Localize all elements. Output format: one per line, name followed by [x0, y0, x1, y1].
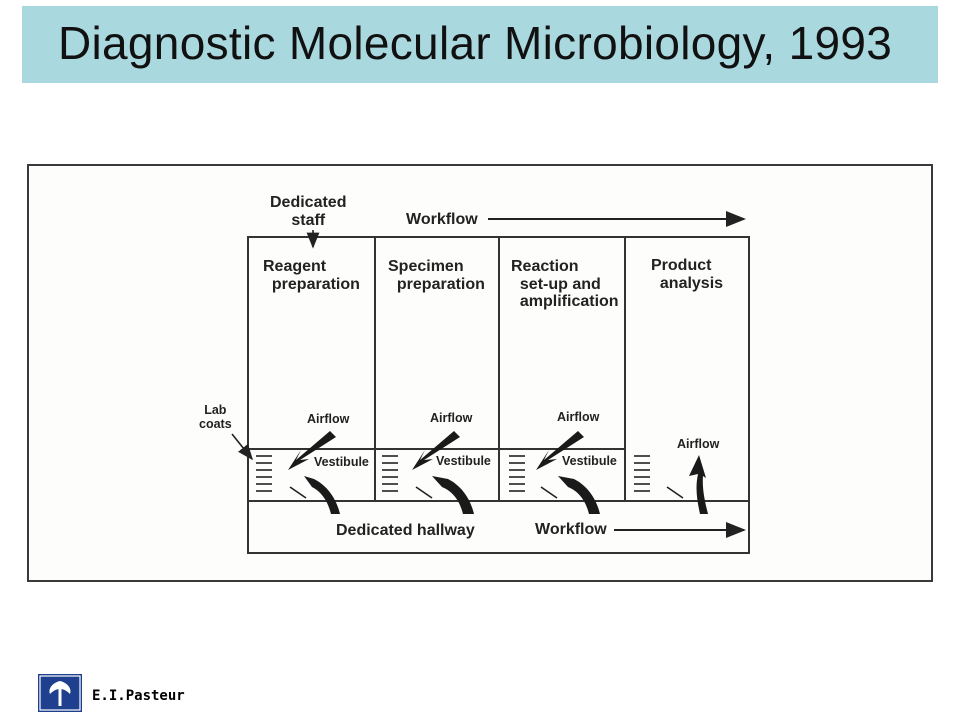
airflow-arrow: [536, 431, 584, 470]
hallway-label: Dedicated hallway: [336, 522, 475, 539]
title-bar: Diagnostic Molecular Microbiology, 1993: [22, 6, 938, 83]
room-label-specimen: Specimen preparation: [388, 258, 485, 293]
airflow-arrow: [558, 476, 600, 514]
dedicated-staff-label: Dedicated staff: [270, 194, 347, 229]
vestibule-label: Vestibule: [562, 454, 617, 468]
airflow-arrow: [288, 431, 336, 470]
coat-rack: [382, 455, 398, 492]
airflow-label: Airflow: [677, 437, 720, 451]
coat-rack: [256, 455, 272, 492]
footer-logo-text: E.I.Pasteur: [92, 688, 185, 704]
lab-coats-arrow: [231, 433, 253, 461]
door-swing: [289, 486, 307, 499]
door-swing: [666, 486, 684, 499]
lab-coats-label: Lab coats: [199, 403, 232, 431]
diagram-frame: [27, 164, 933, 582]
workflow-top-label: Workflow: [406, 211, 478, 228]
vestibule-label: Vestibule: [436, 454, 491, 468]
vestibule-label: Vestibule: [314, 455, 369, 469]
airflow-arrow: [432, 476, 474, 514]
door-swing: [415, 486, 433, 499]
coat-rack: [509, 455, 525, 492]
room-label-product: Product analysis: [651, 257, 724, 292]
room-label-reaction: Reaction set-up and amplification: [511, 258, 619, 311]
slide-title: Diagnostic Molecular Microbiology, 1993: [58, 17, 893, 69]
airflow-arrow: [689, 455, 708, 514]
airflow-arrow: [412, 431, 460, 470]
airflow-label: Airflow: [430, 411, 473, 425]
room-label-reagent: Reagent preparation: [263, 258, 360, 293]
airflow-arrow: [304, 476, 340, 514]
airflow-label: Airflow: [557, 410, 600, 424]
airflow-label: Airflow: [307, 412, 350, 426]
pasteur-logo-icon: [38, 674, 82, 712]
workflow-bottom-label: Workflow: [535, 521, 607, 538]
coat-rack: [634, 455, 650, 492]
door-swing: [540, 486, 558, 499]
